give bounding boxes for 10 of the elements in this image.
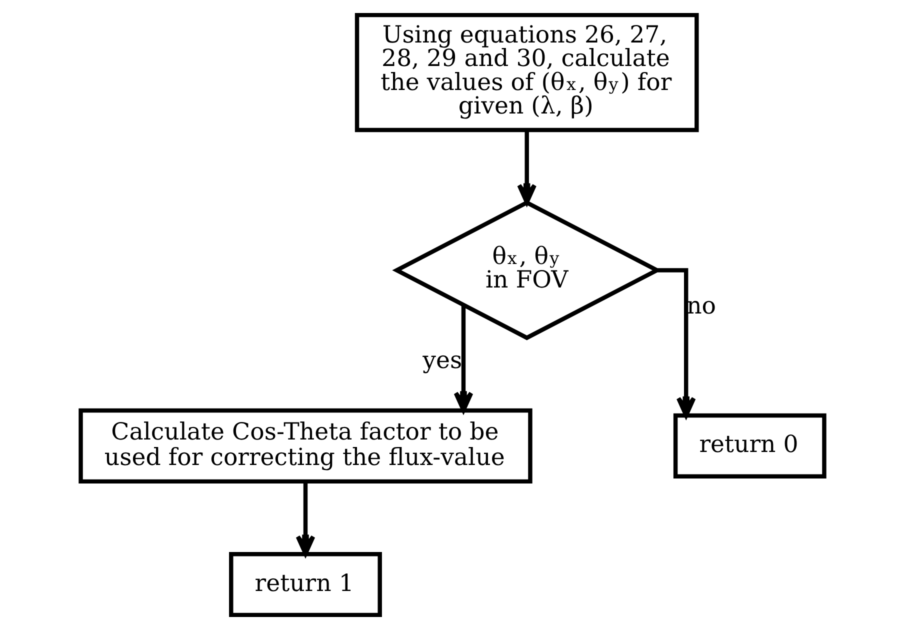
arrow — [295, 482, 315, 556]
node-box: Using equations 26, 27, 28, 29 and 30, calculate the values of (θx, θy) for given (λ, β) — [354, 12, 698, 132]
edge-label: yes — [422, 346, 462, 374]
edge-label: no — [686, 292, 716, 320]
arrow — [657, 268, 696, 418]
arrow — [516, 130, 536, 204]
arrow — [453, 304, 473, 412]
node-box: Calculate Cos-Theta factor to be used for correcting the flux-value — [78, 408, 532, 484]
node-box: return 1 — [228, 552, 382, 618]
node-box: return 0 — [672, 413, 826, 478]
